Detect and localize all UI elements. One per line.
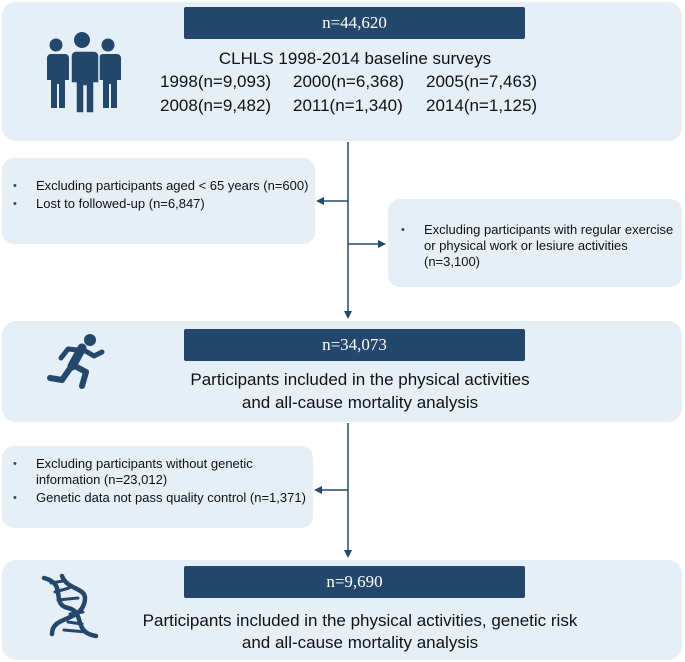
- running-person-icon: [44, 332, 110, 392]
- list-item: Excluding participants without genetic i…: [13, 456, 309, 488]
- genetic-risk-count-badge: n=9,690: [184, 566, 525, 598]
- year-2005: 2005(n=7,463): [426, 72, 538, 91]
- genetic-risk-line2: and all-cause mortality analysis: [241, 633, 479, 652]
- physical-activity-line1: Participants included in the physical ac…: [190, 370, 530, 389]
- list-item: Excluding participants aged < 65 years (…: [13, 178, 313, 194]
- list-item: Genetic data not pass quality control (n…: [13, 490, 309, 506]
- list-item: Lost to followed-up (n=6,847): [13, 196, 313, 212]
- exclusion-list-1: Excluding participants aged < 65 years (…: [13, 178, 313, 214]
- baseline-years-row1: 1998(n=9,093) 2000(n=6,368) 2005(n=7,463…: [160, 72, 560, 92]
- baseline-count-badge: n=44,620: [184, 7, 525, 39]
- genetic-risk-line1: Participants included in the physical ac…: [142, 611, 578, 630]
- baseline-years-row2: 2008(n=9,482) 2011(n=1,340) 2014(n=1,125…: [160, 96, 560, 116]
- year-2011: 2011(n=1,340): [293, 96, 403, 115]
- physical-activity-count-badge: n=34,073: [184, 329, 525, 361]
- year-2014: 2014(n=1,125): [426, 96, 538, 115]
- list-item: Excluding participants with regular exer…: [401, 222, 676, 270]
- dna-icon: [38, 572, 100, 642]
- physical-activity-line2: and all-cause mortality analysis: [241, 393, 479, 412]
- exclusion-list-3: Excluding participants without genetic i…: [13, 456, 309, 508]
- year-2008: 2008(n=9,482): [160, 96, 272, 115]
- baseline-title: CLHLS 1998-2014 baseline surveys: [218, 49, 492, 68]
- year-2000: 2000(n=6,368): [293, 72, 405, 91]
- people-group-icon: [42, 30, 122, 114]
- exclusion-list-2: Excluding participants with regular exer…: [401, 222, 676, 272]
- year-1998: 1998(n=9,093): [160, 72, 272, 91]
